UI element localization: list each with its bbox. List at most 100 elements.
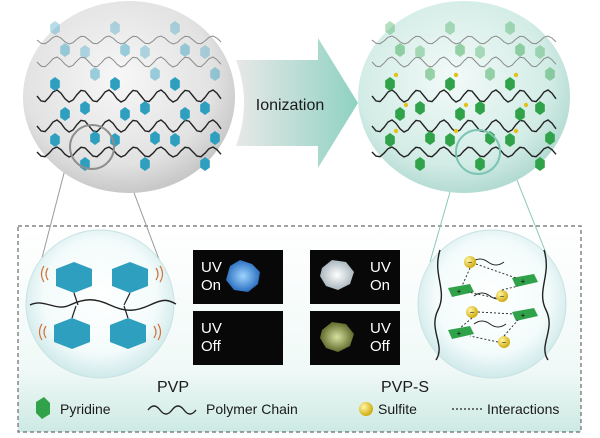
pyridine-icon: + <box>448 284 474 297</box>
pyridine-icon <box>140 157 150 171</box>
pyridine-icon <box>200 157 210 171</box>
vibration-marks <box>38 265 164 341</box>
polymer-chain <box>36 89 222 103</box>
pyridine-icon <box>180 107 190 121</box>
pyridine-icon <box>515 43 525 57</box>
pyridine-icon <box>395 43 405 57</box>
pyridine-icon <box>80 45 90 59</box>
pvps-label: PVP-S <box>381 379 429 396</box>
pyridine-icon <box>150 67 160 81</box>
pyridine-icon <box>445 133 455 147</box>
pyridine-icon <box>385 77 395 91</box>
wavy-line-icon <box>147 405 197 415</box>
pvps-zoom-bubble: + + + + − − − − <box>417 229 567 379</box>
pyridine-icon <box>50 133 60 147</box>
svg-text:On: On <box>201 277 221 294</box>
legend-item-pyridine: Pyridine <box>36 397 111 419</box>
svg-text:Sulfite: Sulfite <box>378 401 417 417</box>
pyridine-icon <box>120 107 130 121</box>
pyridine-icon <box>505 77 515 91</box>
pyridine-icon <box>56 262 92 306</box>
sulfite-icon <box>393 128 399 134</box>
pyridine-icon <box>180 43 190 57</box>
svg-text:−: − <box>468 258 473 267</box>
zoom-circle <box>69 124 115 170</box>
pyridine-icon <box>425 131 435 145</box>
ionization-arrow: Ionization <box>236 38 358 168</box>
svg-text:UV: UV <box>201 259 222 276</box>
pyridine-icon <box>475 101 485 115</box>
svg-text:−: − <box>470 308 475 317</box>
ionization-label: Ionization <box>256 97 325 114</box>
pyridine-icon <box>54 305 90 349</box>
pyridine-icon <box>475 45 485 59</box>
pyridine-icon <box>90 67 100 81</box>
photo-pvps-uv-on: UV On <box>310 250 400 304</box>
pyridine-icon: + <box>512 308 538 321</box>
svg-text:−: − <box>500 292 505 301</box>
pyridine-icon <box>415 101 425 115</box>
pyridine-icon: + <box>512 274 538 287</box>
svg-text:+: + <box>521 277 526 286</box>
pyridine-icon <box>445 77 455 91</box>
sulfite-icon <box>453 72 459 78</box>
pyridine-icon <box>505 133 515 147</box>
pyridine-icon <box>515 107 525 121</box>
svg-text:+: + <box>457 287 462 296</box>
pyridine-icon <box>210 131 220 145</box>
pyridine-icon <box>140 45 150 59</box>
legend-item-polymer-chain: Polymer Chain <box>147 401 298 417</box>
pyridine-icon <box>80 101 90 115</box>
svg-text:+: + <box>457 329 462 338</box>
legend-item-interactions: Interactions <box>452 401 559 417</box>
svg-text:Off: Off <box>370 338 391 355</box>
svg-text:UV: UV <box>370 259 391 276</box>
pyridine-icon <box>505 21 515 35</box>
pyridine-icon <box>535 101 545 115</box>
pyridine-icon <box>170 77 180 91</box>
pvp-sphere <box>23 1 235 193</box>
pyridine-icon <box>150 131 160 145</box>
legend-item-sulfite: Sulfite <box>359 401 417 417</box>
interaction-lines <box>459 263 519 343</box>
pyridine-icon <box>385 21 395 35</box>
pyridine-icon <box>200 45 210 59</box>
svg-text:UV: UV <box>370 320 391 337</box>
pyridine-icon <box>200 101 210 115</box>
sulfite-icon: − <box>464 256 476 268</box>
pyridine-icon <box>415 157 425 171</box>
pyridine-icon <box>475 157 485 171</box>
sulfite-icon <box>513 72 519 78</box>
pyridine-icon <box>110 21 120 35</box>
green-hexagon-icon <box>36 397 50 419</box>
polymer-chain <box>36 146 222 158</box>
polymer-chain <box>371 146 557 158</box>
pyridine-icon <box>50 77 60 91</box>
pvp-zoom-bubble <box>25 229 177 379</box>
pyridine-icon <box>425 67 435 81</box>
sulfite-icon <box>393 72 399 78</box>
pyridine-icon <box>110 133 120 147</box>
pvp-label: PVP <box>157 379 189 396</box>
legend: Pyridine Polymer Chain Sulfite Interacti… <box>36 397 559 419</box>
svg-text:On: On <box>370 277 390 294</box>
polymer-chain <box>371 56 557 68</box>
pyridine-icon <box>140 101 150 115</box>
pyridine-icon <box>545 67 555 81</box>
svg-text:UV: UV <box>201 320 222 337</box>
pyridine-icon <box>385 133 395 147</box>
zoom-circle <box>455 129 501 175</box>
pyridine-icon <box>90 131 100 145</box>
pyridine-icon <box>110 77 120 91</box>
pyridine-icon <box>170 21 180 35</box>
polymer-chain <box>36 35 222 45</box>
pyridine-icon <box>415 45 425 59</box>
pyridine-icon: + <box>448 326 474 339</box>
sulfite-icon <box>463 102 469 108</box>
pyridine-icon <box>455 43 465 57</box>
pvps-sphere <box>358 1 570 193</box>
svg-text:+: + <box>521 311 526 320</box>
pyridine-icon <box>445 21 455 35</box>
polymer-chain <box>36 119 222 133</box>
pyridine-icon <box>455 107 465 121</box>
